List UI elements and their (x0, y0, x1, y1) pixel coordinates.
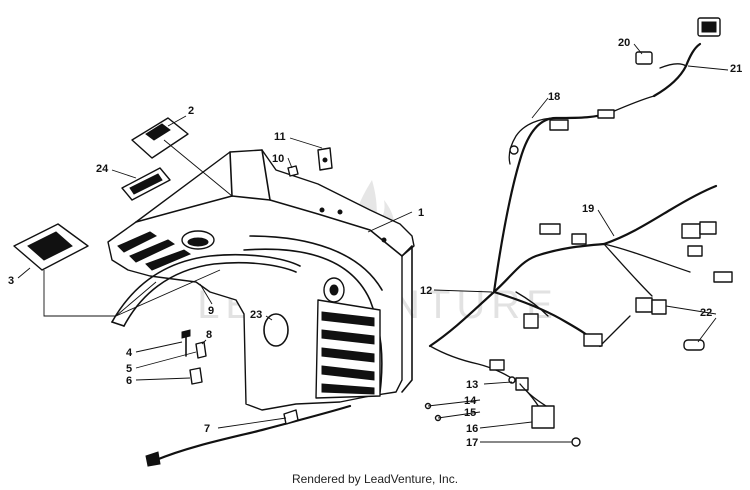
decal-24 (121, 167, 171, 201)
hood-panel (107, 149, 415, 411)
cable-7 (145, 404, 352, 467)
callout-5: 5 (126, 363, 132, 375)
callout-13: 13 (466, 379, 478, 391)
callout-3: 3 (8, 275, 14, 287)
callout-24: 24 (96, 163, 109, 175)
callout-2: 2 (188, 105, 194, 117)
callout-20: 20 (618, 37, 630, 49)
callout-10: 10 (272, 153, 284, 165)
callout-16: 16 (466, 423, 478, 435)
bracket-11 (317, 147, 333, 171)
callout-4: 4 (126, 347, 133, 359)
callouts: 1 2 24 3 9 11 10 23 4 5 6 8 (8, 37, 742, 449)
callout-23: 23 (250, 309, 262, 321)
callout-9: 9 (208, 305, 214, 317)
callout-1: 1 (418, 207, 424, 219)
screw-10 (287, 165, 299, 177)
callout-6: 6 (126, 375, 132, 387)
callout-15: 15 (464, 407, 476, 419)
callout-22: 22 (700, 307, 712, 319)
callout-7: 7 (204, 423, 210, 435)
callout-19: 19 (582, 203, 594, 215)
callout-14: 14 (464, 395, 477, 407)
footer-credit: Rendered by LeadVenture, Inc. (291, 472, 459, 486)
callout-12: 12 (420, 285, 432, 297)
callout-18: 18 (548, 91, 560, 103)
decal-3 (13, 223, 89, 271)
decal-2 (131, 117, 189, 159)
decal-23 (263, 313, 289, 347)
callout-21: 21 (730, 63, 742, 75)
fasteners-left (181, 329, 207, 385)
callout-17: 17 (466, 437, 478, 449)
trim-strip (111, 253, 301, 327)
callout-8: 8 (206, 329, 212, 341)
callout-11: 11 (274, 131, 286, 143)
